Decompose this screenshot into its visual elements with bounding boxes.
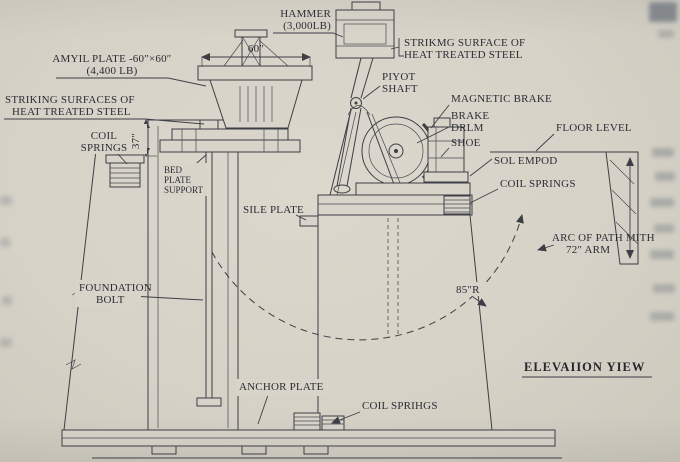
- view-title: ELEVAIION YIEW: [524, 360, 645, 374]
- bleedthrough-mark: [655, 172, 675, 181]
- machine-base: [61, 429, 562, 459]
- bed-plate-support-label-2: PLATE: [164, 175, 192, 185]
- right-pedestal: [317, 214, 493, 431]
- sole-plate: [299, 215, 319, 227]
- brake-drum-label-2: DRLM: [451, 122, 484, 134]
- bleedthrough-mark: [652, 148, 674, 157]
- coil-springs-left-label-2: SPRINGS: [81, 142, 128, 154]
- striking-surface-right-bracket: [398, 38, 404, 57]
- bed-plates: [159, 128, 301, 153]
- arc-of-path-label-2: 72″ ARM: [566, 244, 610, 256]
- coil-springs-bottom-label: COIL SPRIHGS: [362, 400, 438, 412]
- support-frame: [329, 105, 406, 196]
- swing-arc: [211, 214, 524, 341]
- pivot-shaft-label: PIYOT: [382, 71, 415, 83]
- height-dimension-label: 37″: [130, 133, 142, 149]
- hammer-weight-label: (3,000LB): [283, 20, 331, 32]
- pivot-leader: [362, 85, 381, 100]
- anchor-plate-leader: [257, 394, 269, 425]
- striking-surfaces-left-label: STRIKING SURFACES OF: [5, 94, 135, 106]
- bleedthrough-mark: [0, 238, 10, 247]
- striking-surfaces-left-leader: [4, 118, 205, 125]
- coil-springs-left-label: COIL: [91, 130, 118, 142]
- anvil-assembly: [197, 29, 313, 129]
- solenoid-leader: [469, 158, 493, 177]
- anvil-plate-leader: [56, 77, 207, 87]
- bleedthrough-mark: [653, 284, 675, 293]
- striking-surfaces-left-label-2: HEAT TREATED STEEL: [12, 106, 131, 118]
- bleedthrough-mark: [654, 224, 674, 233]
- brake-drum-leader: [416, 126, 450, 144]
- bleedthrough-mark: [0, 338, 12, 347]
- bleedthrough-mark: [650, 312, 674, 321]
- pivot-shaft: [350, 97, 362, 109]
- bleedthrough-mark: [2, 296, 12, 305]
- width-dimension-label: 60″: [248, 43, 264, 55]
- solenoid-label: SOL EMPOD: [494, 155, 557, 167]
- right-machine: [299, 182, 493, 431]
- coil-spring-right: [443, 195, 471, 215]
- anvil-column: [147, 119, 301, 431]
- bleedthrough-mark: [658, 30, 674, 38]
- brake-drum-label: BRAKE: [451, 110, 489, 122]
- coil-springs-bottom-leader: [331, 411, 361, 424]
- bed-plate-support-label-3: SUPPORT: [164, 185, 203, 195]
- hammer-label: HAMMER: [280, 8, 331, 20]
- floor-level-label: FLOOR LEVEL: [556, 122, 632, 134]
- magnetic-brake-leader: [430, 104, 450, 129]
- hammer-leader: [273, 32, 344, 38]
- coil-springs-right-leader: [469, 188, 499, 204]
- bed-plate-support-label: BED: [164, 165, 183, 175]
- sole-plate-leader: [295, 214, 307, 221]
- hammer-body: [335, 9, 395, 59]
- foundation-bolt-leader: [130, 295, 204, 301]
- anvil-plate-label: AMYIL PLATE -60″×60″: [52, 53, 171, 65]
- coil-spring-left: [105, 154, 145, 188]
- foundation-bolt-rod: [196, 119, 222, 407]
- break-mark: [65, 359, 82, 370]
- bleedthrough-mark: [650, 198, 674, 207]
- shoe-leader: [440, 147, 450, 158]
- anvil-top-plate: [197, 65, 313, 81]
- arc-of-path-leader: [537, 243, 555, 252]
- coil-springs-left-leader: [116, 152, 128, 165]
- anchor-plate-label: ANCHOR PLATE: [239, 381, 324, 393]
- floor-and-wall: [490, 151, 639, 265]
- labels: HAMMER (3,000LB) AMYIL PLATE -60″×60″ (4…: [5, 8, 655, 412]
- striking-surface-right-label-2: HEAT TREATED STEEL: [404, 49, 523, 61]
- wall-section: [605, 151, 639, 265]
- arc-radius-label: 85″R: [456, 284, 480, 296]
- shoe-label: SHOE: [451, 137, 481, 149]
- foundation-bolt-label-2: BOLT: [96, 294, 125, 306]
- hammer-arm: [333, 57, 374, 194]
- bleedthrough-mark: [650, 250, 674, 259]
- arc-of-path-label: ARC OF PATH MITH: [552, 232, 655, 244]
- anvil-plate-weight-label: (4,400 LB): [87, 65, 138, 77]
- bleedthrough-mark: [0, 196, 12, 205]
- foundation-bolt-label: FOUNDATION: [79, 282, 152, 294]
- striking-surface-right-label: STRIKMG SURFACE OF: [404, 37, 525, 49]
- pivot-shaft-label-2: SHAFT: [382, 83, 418, 95]
- coil-springs-right-label: COIL SPRINGS: [500, 178, 576, 190]
- sole-plate-label: SILE PLATE: [243, 204, 304, 216]
- hammer-assembly: [333, 1, 395, 194]
- floor-level-leader: [535, 133, 555, 152]
- magnetic-brake-label: MAGNETIC BRAKE: [451, 93, 552, 105]
- hammer-path-arc: [211, 214, 524, 341]
- bleedthrough-mark: [649, 2, 677, 22]
- arc-radius-leader: [472, 296, 487, 307]
